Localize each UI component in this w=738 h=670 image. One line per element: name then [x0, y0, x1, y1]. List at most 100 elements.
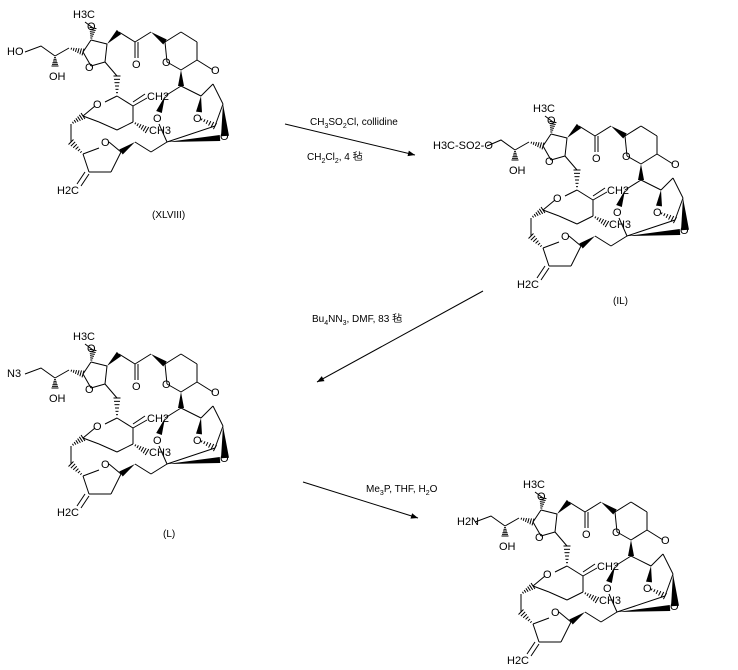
- bond: [542, 145, 552, 161]
- bond: [214, 103, 224, 127]
- hash-bond: [79, 370, 82, 377]
- bond: [540, 267, 550, 281]
- hash-bond: [79, 472, 83, 476]
- bond: [104, 417, 118, 425]
- bond: [550, 133, 568, 139]
- atom-label: O: [680, 225, 689, 237]
- bond: [24, 367, 56, 379]
- hash-bond: [203, 441, 206, 445]
- hash-bond: [73, 441, 77, 445]
- bond: [608, 593, 618, 613]
- bond: [534, 491, 544, 499]
- hash-bond: [527, 518, 530, 524]
- step-3-reagents: Me3P, THF, H2O: [366, 484, 438, 497]
- hash-bond: [79, 48, 82, 55]
- hash-bond: [75, 146, 79, 150]
- hash-bond: [89, 29, 96, 31]
- bond: [132, 93, 146, 103]
- bond: [196, 381, 214, 393]
- hash-bond: [535, 212, 539, 216]
- bond: [582, 563, 596, 573]
- bond: [564, 155, 578, 171]
- atom-label: O: [153, 113, 162, 125]
- bond: [82, 153, 90, 173]
- hash-bond: [78, 114, 84, 121]
- atom-label: O: [670, 601, 679, 613]
- reagent-text: Me: [366, 484, 380, 495]
- bond: [158, 445, 168, 465]
- bond: [116, 417, 134, 429]
- hash-bond: [138, 446, 142, 450]
- atom-label: O: [162, 57, 171, 69]
- bond: [200, 405, 214, 419]
- hash-bond: [537, 210, 541, 216]
- bond: [166, 61, 182, 71]
- bond: [662, 553, 674, 575]
- bond: [180, 407, 202, 419]
- bond: [626, 155, 642, 165]
- wedge-bond: [646, 566, 652, 583]
- hash-bond: [520, 611, 526, 617]
- bond: [134, 353, 152, 365]
- hash-bond: [665, 213, 669, 219]
- hash-bond: [658, 590, 662, 596]
- hash-bond: [539, 501, 545, 503]
- hash-bond: [144, 448, 150, 456]
- wedge-bond: [638, 164, 644, 180]
- bond: [646, 529, 664, 541]
- hash-bond: [668, 214, 672, 220]
- hash-bond: [525, 588, 529, 592]
- bond: [624, 125, 642, 137]
- wedge-bond: [567, 123, 582, 138]
- bond: [558, 611, 572, 623]
- wedge-bond: [178, 70, 184, 86]
- atom-label: O: [87, 343, 96, 355]
- bond: [134, 31, 152, 43]
- bond: [610, 235, 628, 247]
- bond: [548, 591, 568, 601]
- bond: [90, 61, 106, 67]
- hash-bond: [653, 589, 656, 593]
- bond: [660, 177, 674, 191]
- bond: [542, 247, 550, 267]
- bond: [116, 443, 134, 453]
- atom-label: O: [612, 527, 621, 539]
- bond: [166, 383, 182, 393]
- atom-label: O: [193, 113, 202, 125]
- hash-bond: [70, 463, 76, 469]
- bond: [84, 21, 94, 29]
- hash-bond: [539, 142, 542, 149]
- bond: [76, 171, 86, 185]
- subscript: 2: [321, 158, 325, 165]
- hash-bond: [670, 215, 675, 222]
- atom-label: O: [603, 583, 612, 595]
- bond: [200, 83, 214, 97]
- atom-label: O: [561, 231, 570, 243]
- step-1-reagents: CH3SO2Cl, collidine: [310, 117, 398, 130]
- bond: [566, 591, 584, 601]
- bond: [164, 85, 182, 97]
- atom-label: O: [153, 435, 162, 447]
- reaction-arrow-3: [302, 481, 419, 519]
- atom-label: O: [101, 137, 110, 149]
- reagent-text: Cl, collidine: [347, 117, 399, 128]
- bond: [618, 217, 628, 237]
- bond: [82, 105, 96, 117]
- bond: [196, 59, 214, 71]
- wedge-bond: [167, 457, 221, 464]
- atom-label: H3C: [73, 9, 95, 21]
- bond: [104, 61, 118, 77]
- hash-bond: [77, 116, 81, 122]
- bond: [24, 45, 56, 57]
- bond: [592, 187, 606, 197]
- hash-bond: [532, 141, 535, 145]
- bond: [82, 361, 92, 375]
- bond: [630, 529, 648, 541]
- step-2-reagents: Bu4NN3, DMF, 83 毡: [312, 312, 402, 327]
- step-1-conditions: CH2Cl2, 4 毡: [307, 150, 363, 165]
- hash-bond: [655, 589, 659, 595]
- hash-bond: [532, 215, 534, 218]
- hash-bond: [142, 125, 147, 132]
